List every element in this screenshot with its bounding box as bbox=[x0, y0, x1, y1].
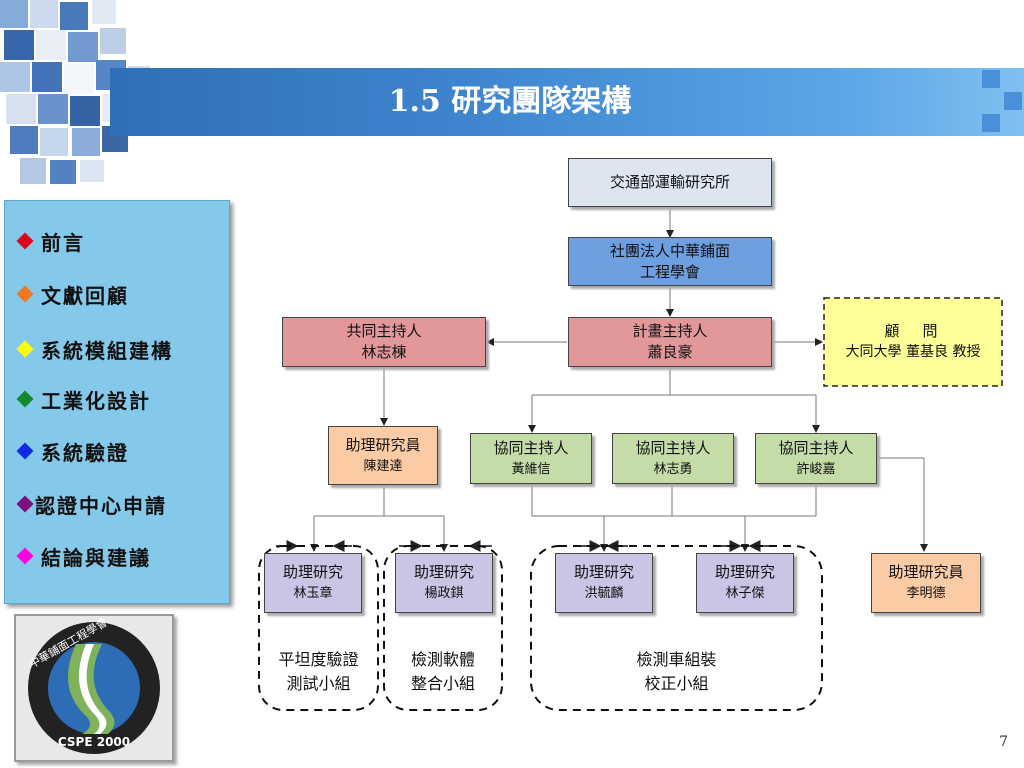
group-label-flatness: 平坦度驗證 測試小組 bbox=[259, 648, 378, 696]
org-node-co-pi-b: 協同主持人 林志勇 bbox=[612, 433, 734, 484]
org-node-name: 楊政錤 bbox=[424, 586, 464, 601]
org-node-role: 協同主持人 bbox=[493, 438, 569, 457]
org-node-name: 蕭良豪 bbox=[647, 343, 693, 361]
org-node-name: 陳建達 bbox=[363, 458, 403, 474]
org-node-role: 顧 問 bbox=[884, 322, 942, 340]
org-node-name: 洪毓麟 bbox=[584, 586, 624, 601]
org-node-role: 助理研究員 bbox=[345, 435, 421, 454]
org-node-pi: 計畫主持人 蕭良豪 bbox=[568, 317, 772, 367]
org-node-role: 助理研究 bbox=[573, 563, 634, 581]
advisor-box-border bbox=[823, 297, 1003, 387]
group-outline-vehicle bbox=[530, 545, 823, 711]
decorative-tile bbox=[1004, 92, 1022, 110]
decorative-cube-graphic bbox=[0, 0, 170, 190]
org-node-role: 共同主持人 bbox=[346, 322, 422, 340]
page-number: 7 bbox=[999, 734, 1008, 750]
cspe-logo: 中華鋪面工程學會 CSPE 2000 bbox=[14, 614, 174, 762]
org-node-name: 黃維信 bbox=[511, 461, 551, 477]
org-node-role: 計畫主持人 bbox=[632, 322, 708, 340]
group-label-line: 校正小組 bbox=[644, 674, 709, 693]
nav-item-module[interactable]: 系統模組建構 bbox=[15, 335, 173, 363]
nav-item-verification[interactable]: 系統驗證 bbox=[15, 437, 129, 465]
org-node-name: 林子傑 bbox=[725, 586, 765, 601]
nav-item-design[interactable]: 工業化設計 bbox=[15, 385, 151, 413]
nav-item-label: 工業化設計 bbox=[41, 388, 151, 413]
org-node-label: 社團法人中華鋪面 bbox=[609, 241, 730, 260]
nav-item-conclusion[interactable]: 結論與建議 bbox=[15, 542, 151, 570]
group-outline-software bbox=[383, 545, 503, 711]
org-node-assistant-chen: 助理研究員 陳建達 bbox=[328, 426, 438, 485]
org-node-role: 助理研究 bbox=[714, 563, 775, 581]
group-label-line: 整合小組 bbox=[410, 674, 475, 693]
group-outline-flatness bbox=[258, 545, 379, 711]
org-node-society: 社團法人中華鋪面 工程學會 bbox=[568, 237, 772, 286]
org-node-advisor: 顧 問 大同大學 董基良 教授 bbox=[824, 298, 1002, 386]
nav-item-literature[interactable]: 文獻回顧 bbox=[15, 280, 129, 308]
org-node-assistant-li: 助理研究員 李明德 bbox=[871, 553, 981, 613]
org-node-role: 協同主持人 bbox=[778, 438, 854, 457]
title-bar bbox=[110, 68, 1024, 136]
org-node-name: 林志勇 bbox=[653, 461, 693, 477]
group-label-line: 平坦度驗證 bbox=[278, 650, 359, 669]
group-label-line: 測試小組 bbox=[286, 674, 351, 693]
org-node-role: 助理研究 bbox=[413, 563, 474, 581]
nav-item-label: 系統驗證 bbox=[41, 440, 129, 465]
nav-item-label: 前言 bbox=[41, 230, 85, 255]
nav-item-label: 結論與建議 bbox=[41, 545, 151, 570]
org-node-moti: 交通部運輸研究所 bbox=[568, 158, 772, 207]
org-node-name: 林玉章 bbox=[293, 586, 333, 601]
org-node-name: 李明德 bbox=[906, 586, 946, 601]
group-label-line: 檢測車組裝 bbox=[636, 650, 717, 669]
decorative-tile bbox=[982, 70, 1000, 88]
org-node-co-pi: 共同主持人 林志棟 bbox=[282, 317, 486, 367]
org-node-label: 交通部運輸研究所 bbox=[609, 173, 730, 191]
group-label-vehicle: 檢測車組裝 校正小組 bbox=[531, 648, 822, 696]
decorative-tile bbox=[982, 114, 1000, 132]
org-node-ra-lin: 助理研究 林玉章 bbox=[264, 553, 362, 613]
org-node-co-pi-c: 協同主持人 許峻嘉 bbox=[755, 433, 877, 484]
outline-nav-panel: 前言 文獻回顧 系統模組建構 工業化設計 系統驗證 認證中心申請 結論與建議 bbox=[4, 200, 230, 604]
nav-item-certification[interactable]: 認證中心申請 bbox=[15, 490, 167, 518]
org-node-label: 工程學會 bbox=[639, 262, 700, 281]
nav-item-intro[interactable]: 前言 bbox=[15, 227, 85, 255]
group-label-software: 檢測軟體 整合小組 bbox=[384, 648, 502, 696]
group-label-line: 檢測軟體 bbox=[410, 650, 475, 669]
org-node-ra-hong: 助理研究 洪毓麟 bbox=[555, 553, 653, 613]
org-node-role: 助理研究員 bbox=[888, 563, 964, 581]
logo-bottom-text: CSPE 2000 bbox=[58, 735, 130, 749]
org-node-role: 協同主持人 bbox=[635, 438, 711, 457]
org-node-name: 大同大學 董基良 教授 bbox=[845, 344, 981, 360]
org-node-co-pi-a: 協同主持人 黃維信 bbox=[470, 433, 592, 484]
nav-item-label: 文獻回顧 bbox=[41, 283, 129, 308]
org-node-name: 許峻嘉 bbox=[796, 461, 836, 477]
org-node-role: 助理研究 bbox=[282, 563, 343, 581]
slide-title: 1.5 研究團隊架構 bbox=[388, 84, 632, 119]
org-node-ra-linzj: 助理研究 林子傑 bbox=[696, 553, 794, 613]
nav-item-label: 系統模組建構 bbox=[41, 338, 173, 363]
org-node-ra-yang: 助理研究 楊政錤 bbox=[395, 553, 493, 613]
nav-item-label: 認證中心申請 bbox=[35, 493, 167, 518]
org-node-name: 林志棟 bbox=[361, 343, 407, 361]
